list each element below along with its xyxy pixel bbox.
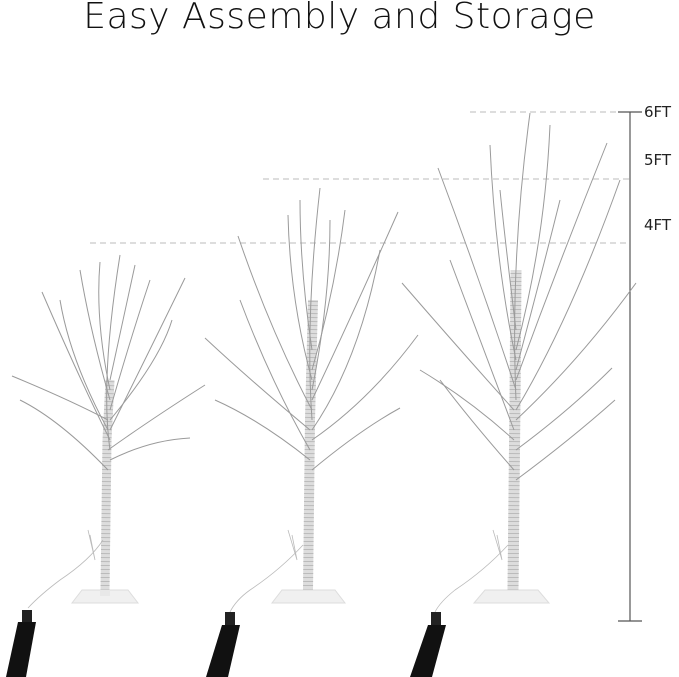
tree-6ft-plug [410, 612, 446, 677]
scale-label-4ft: 4FT [644, 216, 672, 234]
tree-6ft [401, 112, 637, 591]
tree-5ft [204, 187, 419, 591]
scale-label-6ft: 6FT [644, 103, 672, 121]
scale-ruler [618, 111, 642, 622]
tree-4ft-base [70, 589, 140, 604]
height-guides [90, 111, 630, 244]
tree-5ft-cord [229, 529, 304, 613]
tree-6ft-cord [434, 529, 509, 613]
tree-5ft-plug [206, 612, 240, 677]
tree-4ft [11, 254, 206, 591]
scale-label-5ft: 5FT [644, 151, 672, 169]
tree-5ft-base [270, 589, 347, 604]
tree-4ft-plug [6, 610, 36, 677]
tree-6ft-base [472, 589, 551, 604]
tree-4ft-cord [27, 529, 104, 609]
page-title: Easy Assembly and Storage [83, 0, 596, 37]
